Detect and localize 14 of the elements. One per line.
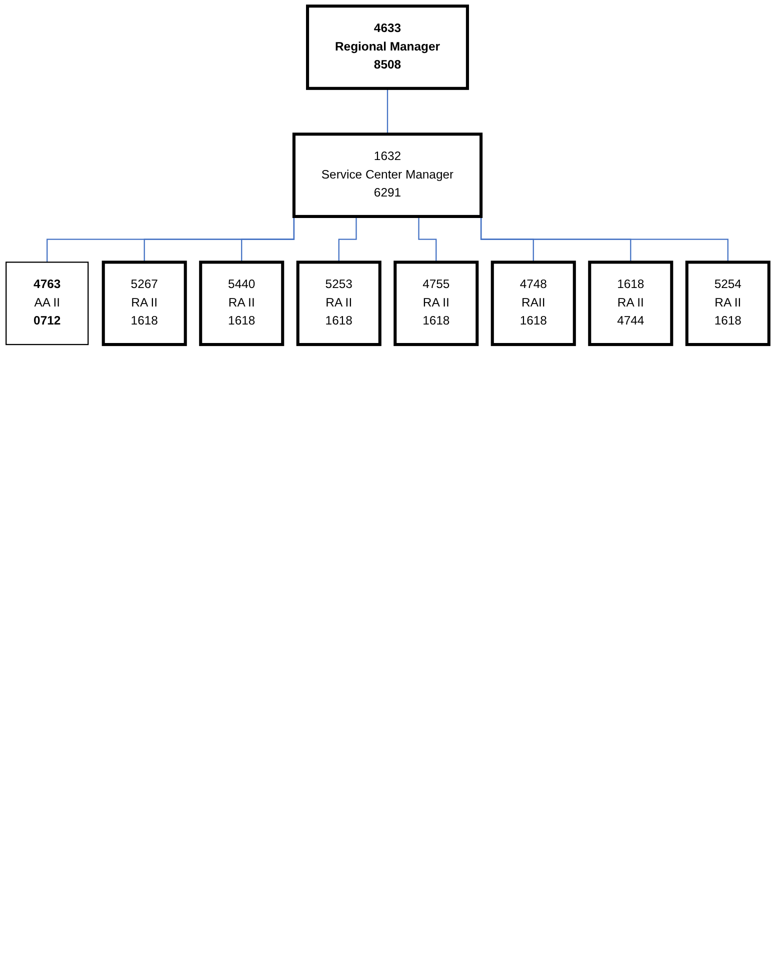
connector	[241, 216, 295, 263]
node-box: 5253 RA II 1618	[296, 260, 382, 346]
connector	[338, 216, 357, 263]
node-box: 4748 RAII 1618	[490, 260, 576, 346]
node-box: 1618 RA II 4744	[588, 260, 674, 346]
node-box: 1632 Service Center Manager 6291	[292, 132, 483, 218]
node-box: 4633 Regional Manager 8508	[306, 4, 469, 90]
node-box: 4763 AA II 0712	[6, 262, 89, 346]
node-box: 5254 RA II 1618	[685, 260, 770, 346]
node-box: 5440 RA II 1618	[199, 260, 284, 346]
node-box: 4755 RA II 1618	[394, 260, 479, 346]
connector	[386, 88, 388, 135]
node-box: 5267 RA II 1618	[102, 260, 187, 346]
connector	[418, 216, 437, 263]
